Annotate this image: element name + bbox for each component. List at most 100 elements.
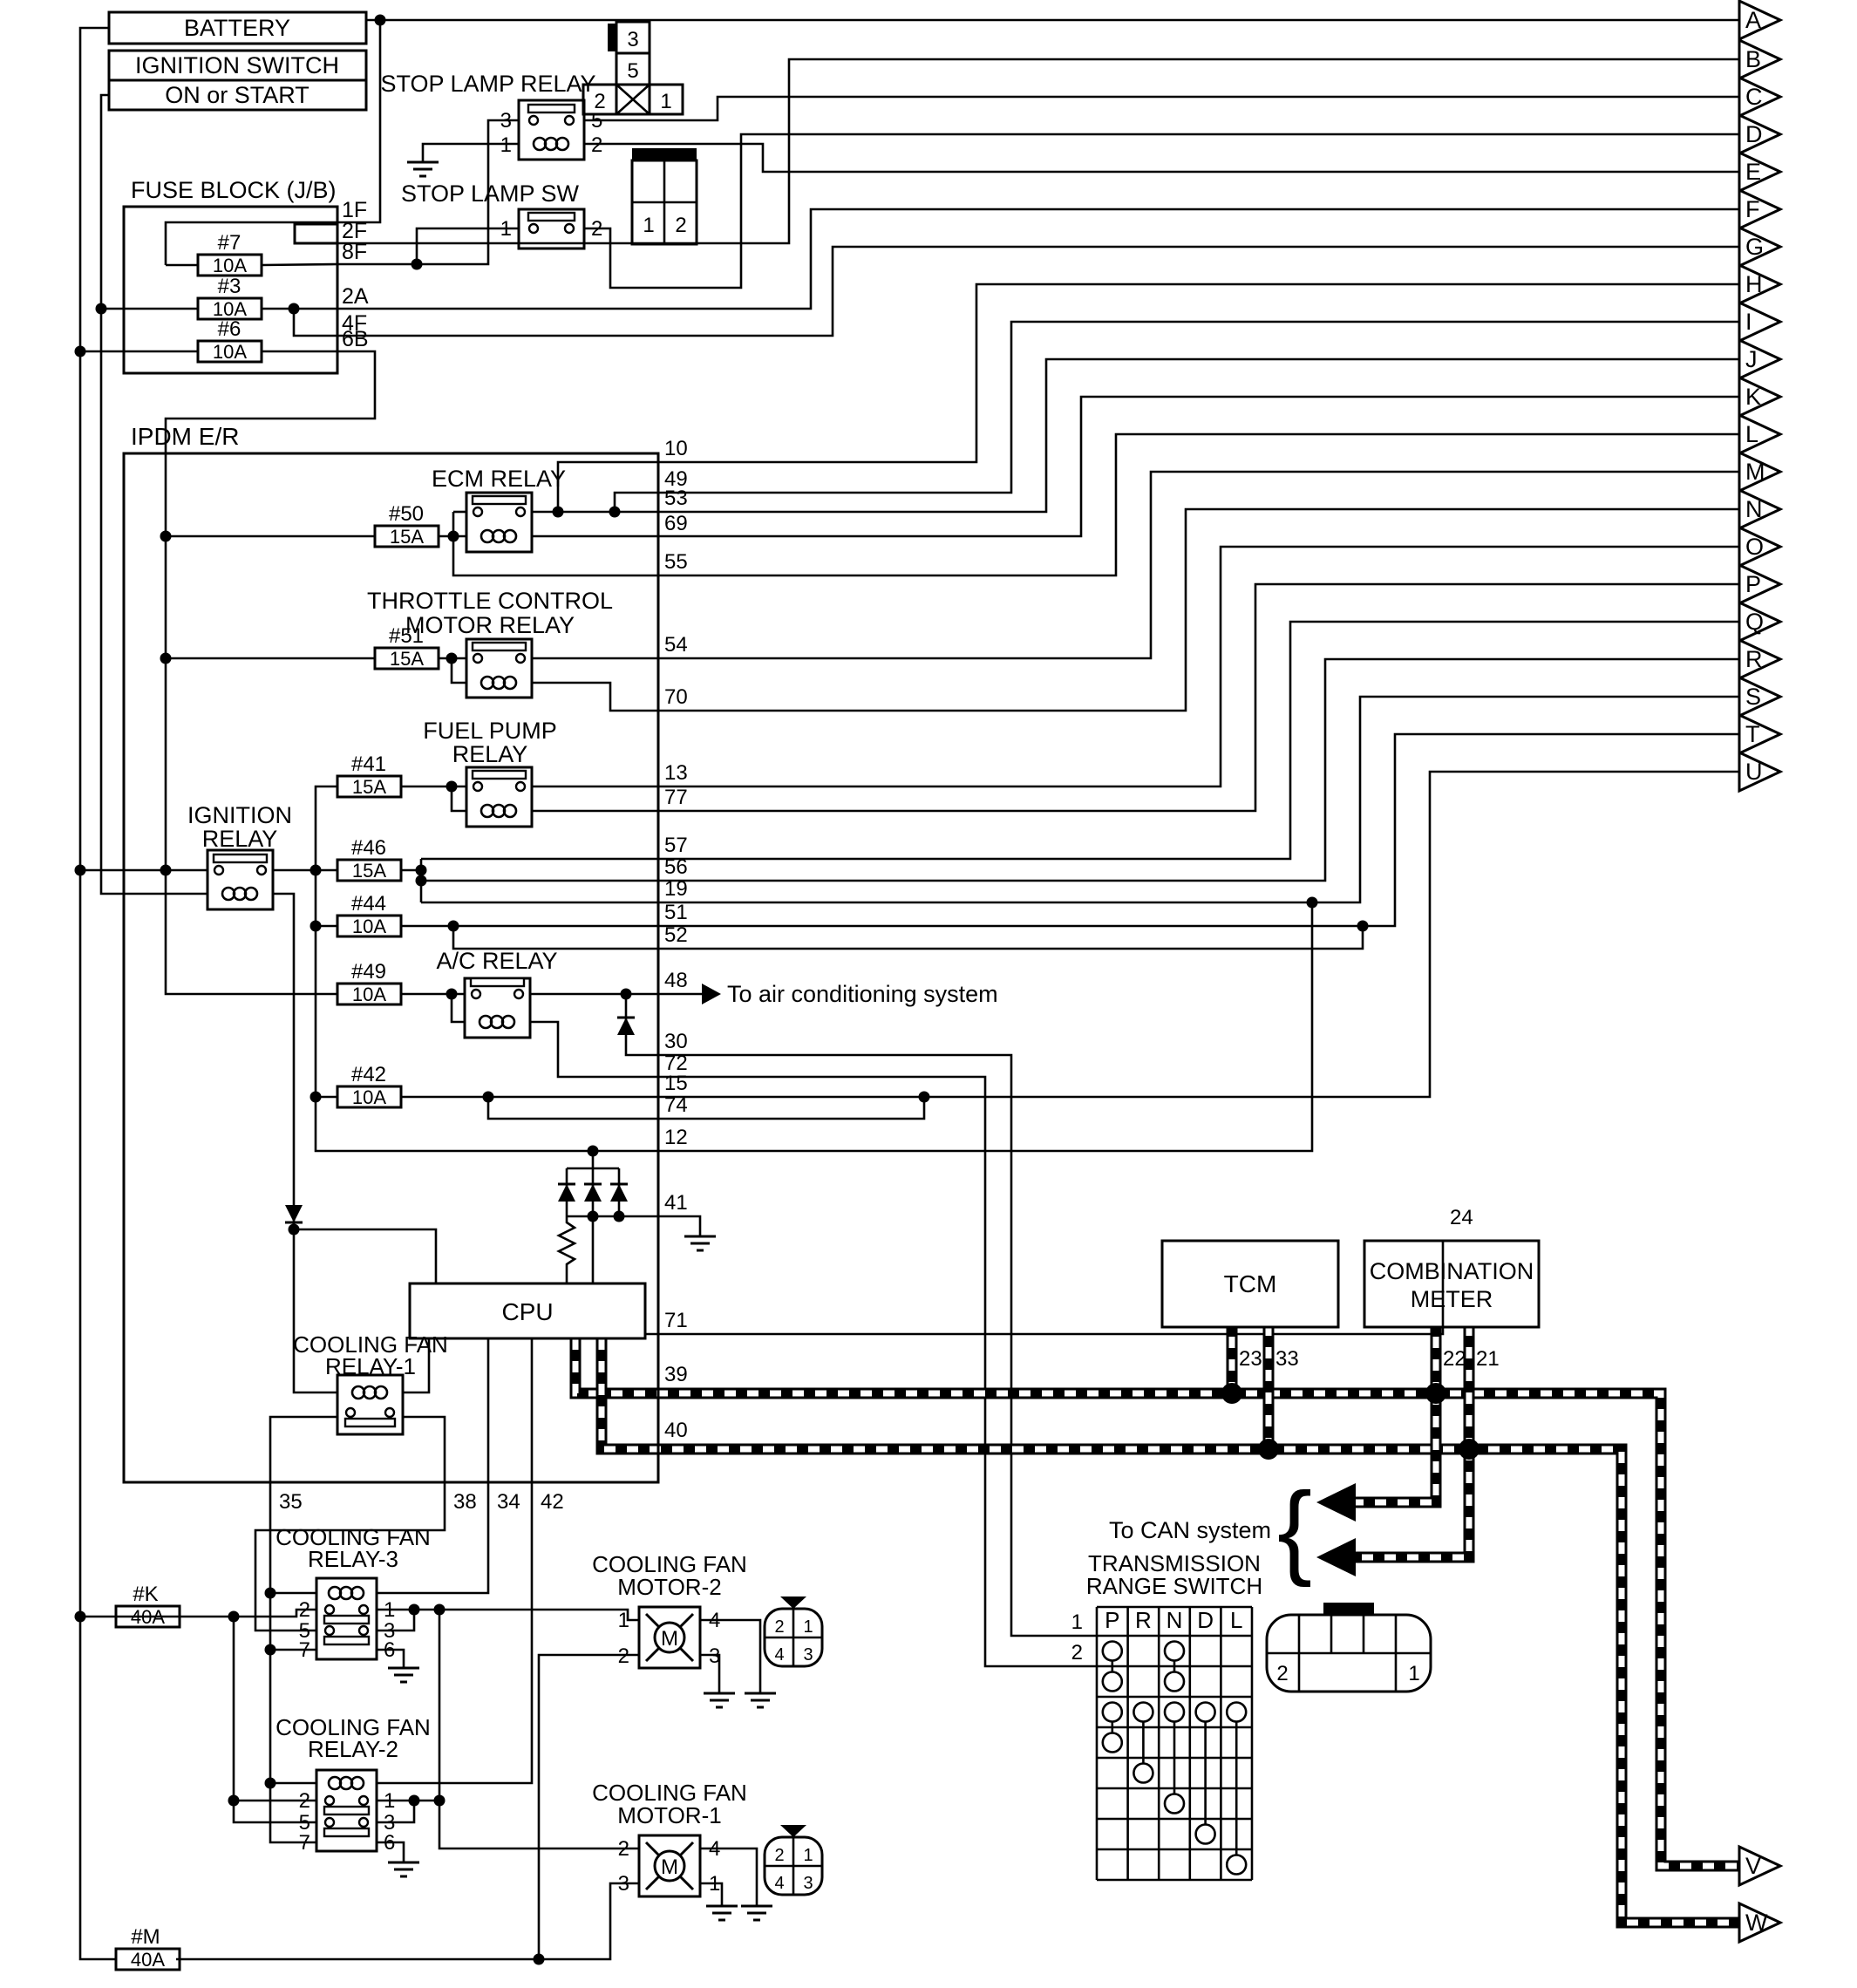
fuse7-name: #7 [218, 231, 241, 255]
wire-74 [486, 1097, 926, 1120]
junction-dot [1306, 896, 1318, 909]
terminal-6b: 6B [342, 327, 369, 351]
relay-coil [373, 1385, 389, 1400]
contact-terminal [357, 1624, 370, 1637]
throttle-relay-label-1: THROTTLE CONTROL [367, 588, 613, 614]
diode-icon [610, 1184, 628, 1202]
fuseM-name: #M [131, 1925, 160, 1949]
contact-terminal [472, 780, 484, 793]
junction-dot [918, 1091, 930, 1103]
fuse-6-amp: 10A [213, 341, 247, 363]
fuseK-line [80, 1608, 316, 1618]
stop-relay-pin2: 2 [591, 133, 602, 157]
fan-relay1-label-1: COOLING FAN [293, 1331, 448, 1358]
ignition-relay-box [206, 848, 275, 911]
fuse49-name: #49 [351, 960, 386, 984]
combination-meter-label-2: METER [1411, 1286, 1493, 1312]
fan-relay3-label-1: COOLING FAN [275, 1524, 431, 1550]
wire-72-trs2 [530, 1020, 1097, 1668]
fan-motor2-box [637, 1605, 702, 1670]
relay-coil [243, 886, 259, 902]
pin-34: 34 [497, 1490, 520, 1514]
pin-35: 35 [279, 1490, 303, 1514]
trs-contact [1225, 1854, 1248, 1876]
trs-col-R: R [1135, 1607, 1152, 1633]
motor1-pin4: 4 [709, 1837, 720, 1861]
fuse-42-amp: 10A [352, 1086, 386, 1108]
motor2-pin3-gnd [700, 1653, 721, 1693]
relay-coil [350, 1585, 365, 1601]
stop-relay-pin3: 3 [500, 109, 512, 133]
battery-label: BATTERY [184, 15, 290, 41]
junction-dot [264, 1644, 276, 1656]
junction-dot [447, 530, 459, 542]
motor-blade [678, 1875, 695, 1891]
contact-terminal [323, 1624, 336, 1637]
ipdm-label: IPDM E/R [131, 423, 239, 450]
ac-coil-feed [450, 994, 465, 1024]
junction-dot [74, 864, 86, 876]
terminal-8f: 8F [342, 240, 367, 264]
trs-contact [1133, 1762, 1154, 1784]
fan-relay1-box [336, 1373, 405, 1436]
can-brace: { [1277, 1471, 1312, 1588]
trs-col-N: N [1167, 1607, 1183, 1633]
fuse6-name: #6 [218, 317, 241, 341]
relay3-pin3-tie [377, 1610, 416, 1632]
fuse44-name: #44 [351, 892, 386, 916]
contact-bar [323, 1805, 371, 1816]
harness-arrow-U [1738, 750, 1784, 793]
pin-72: 72 [664, 1052, 688, 1075]
stop-sw-pin2: 2 [591, 217, 602, 241]
motor-blade [644, 1841, 661, 1857]
contact-terminal [255, 864, 268, 876]
pin-49: 49 [664, 467, 688, 491]
stop-relay-coil-gnd [421, 142, 519, 162]
contact-terminal [357, 1603, 370, 1616]
harness-arrow-Q [1738, 600, 1784, 643]
pin-38: 38 [453, 1490, 477, 1514]
contact-terminal [357, 1816, 370, 1828]
stop-lamp-sw-label: STOP LAMP SW [401, 180, 580, 207]
combination-meter-label-1: COMBINATION [1370, 1258, 1534, 1284]
resistor-wire [556, 1216, 577, 1283]
stop-relay-pin1: 1 [500, 133, 512, 157]
stop-lamp-sw-box [517, 208, 586, 250]
pin-71: 71 [664, 1309, 688, 1332]
fp-coil-feed [450, 786, 466, 813]
fan-motor1-label-2: MOTOR-1 [617, 1802, 721, 1828]
motor1-m: M [661, 1855, 678, 1879]
fuse-42 [336, 1085, 403, 1109]
harness-arrow-N [1738, 487, 1784, 531]
harness-arrow-label-T: T [1745, 721, 1760, 747]
ignition-relay-label-2: RELAY [202, 826, 278, 852]
wire-38 [254, 1415, 446, 1632]
fuse-41-amp: 15A [352, 776, 386, 798]
harness-arrow-L [1738, 412, 1784, 456]
harness-arrow-label-B: B [1745, 46, 1761, 72]
fan-relay1-coil-cpu [403, 1338, 431, 1394]
motor-blade [644, 1612, 661, 1629]
harness-arrow-V [1738, 1844, 1784, 1888]
fuse-51-amp: 15A [390, 648, 424, 670]
conn-m1-cell2: 2 [774, 1846, 784, 1865]
trs-contact [1194, 1701, 1216, 1723]
relay2-pin3: 3 [384, 1811, 395, 1835]
conn1-cell3: 3 [627, 28, 638, 51]
diode-icon [617, 1018, 635, 1035]
wire-52 [452, 926, 1364, 950]
contact-terminal [563, 222, 575, 235]
contact-bar [471, 494, 527, 506]
wire-O-13 [658, 545, 1739, 788]
ipdm-box [122, 452, 660, 1484]
fuse-44-amp: 10A [352, 916, 386, 937]
wire-51 [401, 732, 1739, 928]
junction-dot [160, 530, 172, 542]
junction-dot [587, 1210, 599, 1222]
fuse41-name: #41 [351, 752, 386, 776]
can-junction-dot [1221, 1383, 1242, 1404]
ign-diode-cpu [294, 1228, 438, 1283]
on-or-start-label: ON or START [165, 82, 310, 108]
fuseM-line [176, 1882, 639, 1961]
conn2-cell1: 1 [643, 214, 654, 237]
